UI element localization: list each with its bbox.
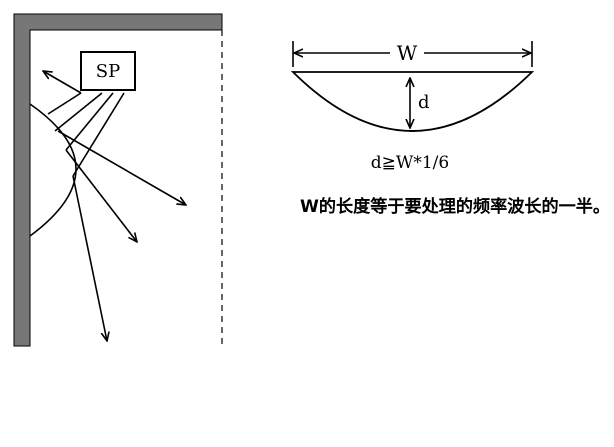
width-label: W (397, 41, 418, 65)
room-wall (13, 13, 223, 347)
ray-incident-mid (65, 92, 114, 151)
ray-to-wall-top (43, 71, 82, 94)
ray-reflect-upper-left (47, 92, 82, 115)
diffuser-diagram: W d d≧W*1/6 W的长度等于要处理的频率波长的一半。 (290, 41, 610, 217)
ray-to-diffuser (54, 92, 103, 132)
speaker-box (80, 51, 136, 91)
room-diagram: SP (13, 13, 223, 347)
ray-reflect-mid (65, 149, 137, 242)
diffuser-profile (290, 71, 535, 132)
depth-label: d (418, 92, 430, 113)
wall-diffuser-arc (29, 103, 77, 237)
speaker-label: SP (96, 61, 120, 82)
sound-rays (43, 71, 186, 341)
caption-text: W的长度等于要处理的频率波长的一半。 (300, 196, 610, 217)
ray-reflect-right (57, 130, 186, 205)
ray-incident-low (72, 92, 125, 177)
formula-text: d≧W*1/6 (371, 153, 449, 173)
ray-reflect-down (72, 175, 107, 341)
